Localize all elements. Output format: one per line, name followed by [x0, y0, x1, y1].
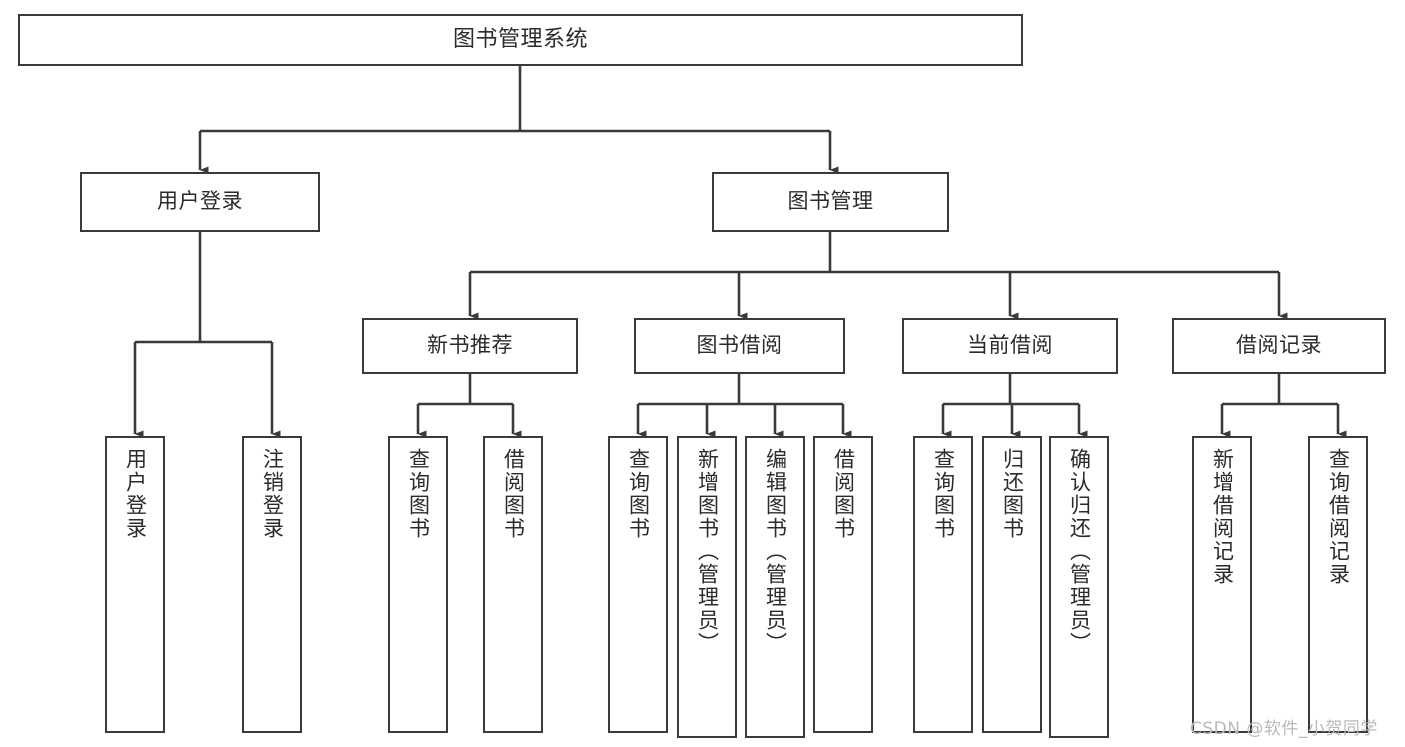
leaf-confirm-return-admin[interactable]: 确认归还（管理员）: [1049, 436, 1109, 738]
leaf-borrow-book-borrow[interactable]: 借阅图书: [813, 436, 873, 733]
node-root-book-management-system[interactable]: 图书管理系统: [18, 14, 1023, 66]
node-book-borrow[interactable]: 图书借阅: [634, 318, 845, 374]
node-label: 查询图书: [626, 448, 651, 540]
node-label: 查询图书: [931, 448, 956, 540]
leaf-query-book-current[interactable]: 查询图书: [913, 436, 973, 733]
node-label: 借阅记录: [1236, 333, 1322, 358]
node-label: 编辑图书（管理员）: [763, 448, 788, 655]
node-label: 归还图书: [1000, 448, 1025, 540]
leaf-query-borrow-record[interactable]: 查询借阅记录: [1308, 436, 1368, 733]
leaf-edit-book-admin[interactable]: 编辑图书（管理员）: [745, 436, 805, 738]
leaf-query-book-recommend[interactable]: 查询图书: [388, 436, 448, 733]
node-user-login[interactable]: 用户登录: [80, 172, 320, 232]
leaf-add-borrow-record[interactable]: 新增借阅记录: [1192, 436, 1252, 733]
node-label: 查询借阅记录: [1326, 448, 1351, 586]
csdn-watermark: CSDN @软件_小贺同学: [1190, 719, 1378, 739]
leaf-borrow-book-recommend[interactable]: 借阅图书: [483, 436, 543, 733]
node-label: 借阅图书: [831, 448, 856, 540]
node-label: 图书管理系统: [452, 26, 588, 52]
leaf-logout[interactable]: 注销登录: [242, 436, 302, 733]
node-borrow-record[interactable]: 借阅记录: [1172, 318, 1386, 374]
node-label: 借阅图书: [501, 448, 526, 540]
node-label: 图书借阅: [696, 333, 783, 358]
node-label: 用户登录: [157, 189, 243, 214]
node-label: 新增图书（管理员）: [695, 448, 720, 655]
node-label: 图书管理: [787, 189, 874, 214]
node-label: 用户登录: [123, 448, 148, 540]
node-book-management[interactable]: 图书管理: [712, 172, 949, 232]
node-current-borrow[interactable]: 当前借阅: [902, 318, 1118, 374]
node-label: 新增借阅记录: [1210, 448, 1235, 586]
leaf-query-book-borrow[interactable]: 查询图书: [608, 436, 668, 733]
node-new-book-recommend[interactable]: 新书推荐: [362, 318, 578, 374]
leaf-return-book[interactable]: 归还图书: [982, 436, 1042, 733]
leaf-add-book-admin[interactable]: 新增图书（管理员）: [677, 436, 737, 738]
node-label: 当前借阅: [967, 333, 1053, 358]
node-label: 查询图书: [406, 448, 431, 540]
node-label: 新书推荐: [427, 333, 513, 358]
leaf-user-login[interactable]: 用户登录: [105, 436, 165, 733]
node-label: 确认归还（管理员）: [1067, 448, 1092, 655]
node-label: 注销登录: [260, 448, 285, 540]
